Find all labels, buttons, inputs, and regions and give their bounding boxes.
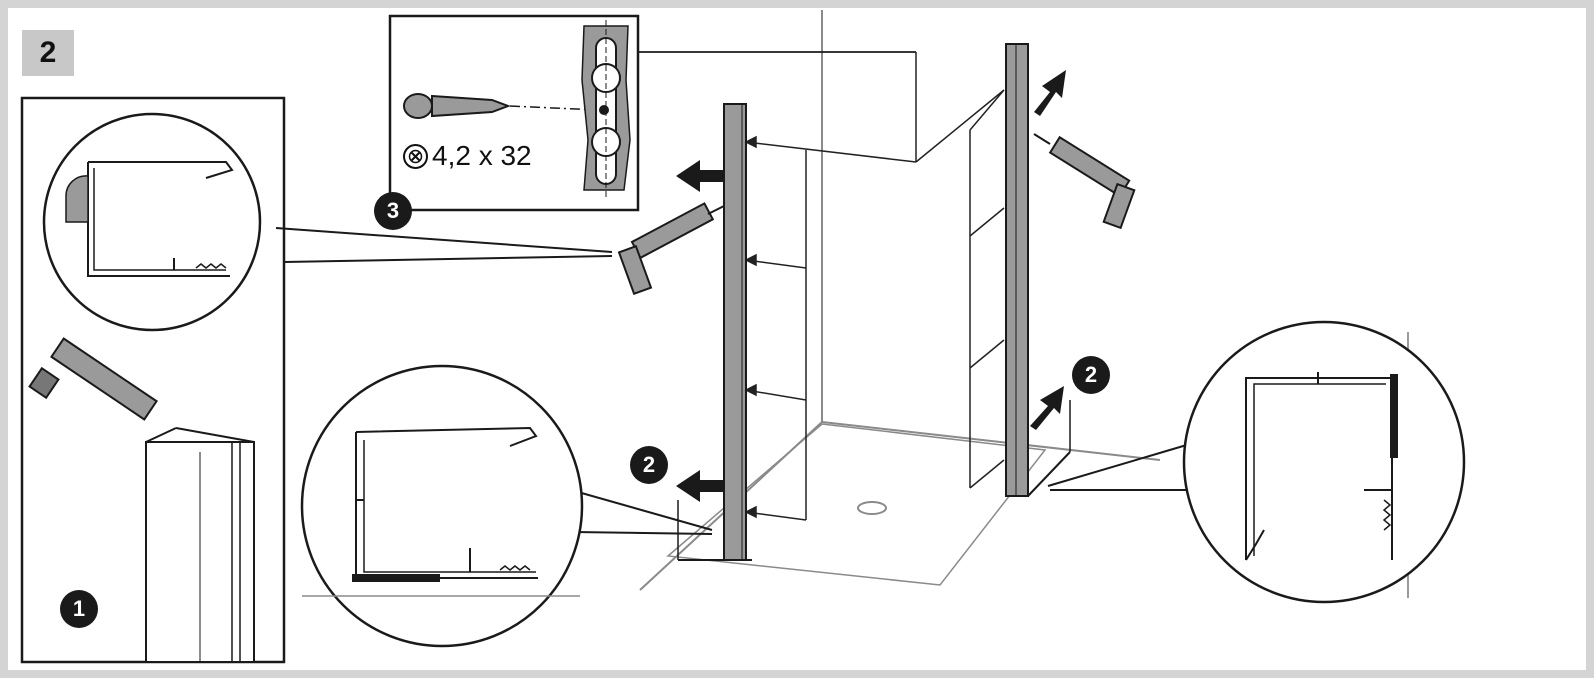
- step-number: 2: [22, 30, 74, 76]
- screw-spec-label: 4,2 x 32: [432, 140, 532, 171]
- badge-profile-left: 2: [630, 446, 668, 484]
- left-profile: [677, 103, 752, 561]
- arrow-right-top-icon: [1034, 70, 1066, 116]
- move-arrows: [676, 70, 1066, 502]
- screw-head-symbol-icon: [403, 144, 428, 169]
- caulk-gun-left-icon: [617, 202, 725, 296]
- arrow-left-top-icon: [676, 160, 724, 192]
- detail-circle-right: [1047, 320, 1466, 604]
- inset-panel-screw: [388, 14, 916, 212]
- left-wall-marks: [744, 135, 917, 521]
- detail-circle-top-left: [42, 112, 613, 332]
- caulk-gun-right-icon: [1033, 133, 1136, 230]
- arrow-left-bottom-icon: [676, 470, 724, 502]
- badge-sealant-step: 1: [60, 590, 98, 628]
- badge-screw-step: 3: [374, 192, 412, 230]
- right-profile: [1005, 43, 1071, 497]
- badge-profile-right: 2: [1072, 356, 1110, 394]
- detail-circle-bottom-left: [300, 364, 713, 648]
- arrow-right-bottom-icon: [1030, 386, 1064, 430]
